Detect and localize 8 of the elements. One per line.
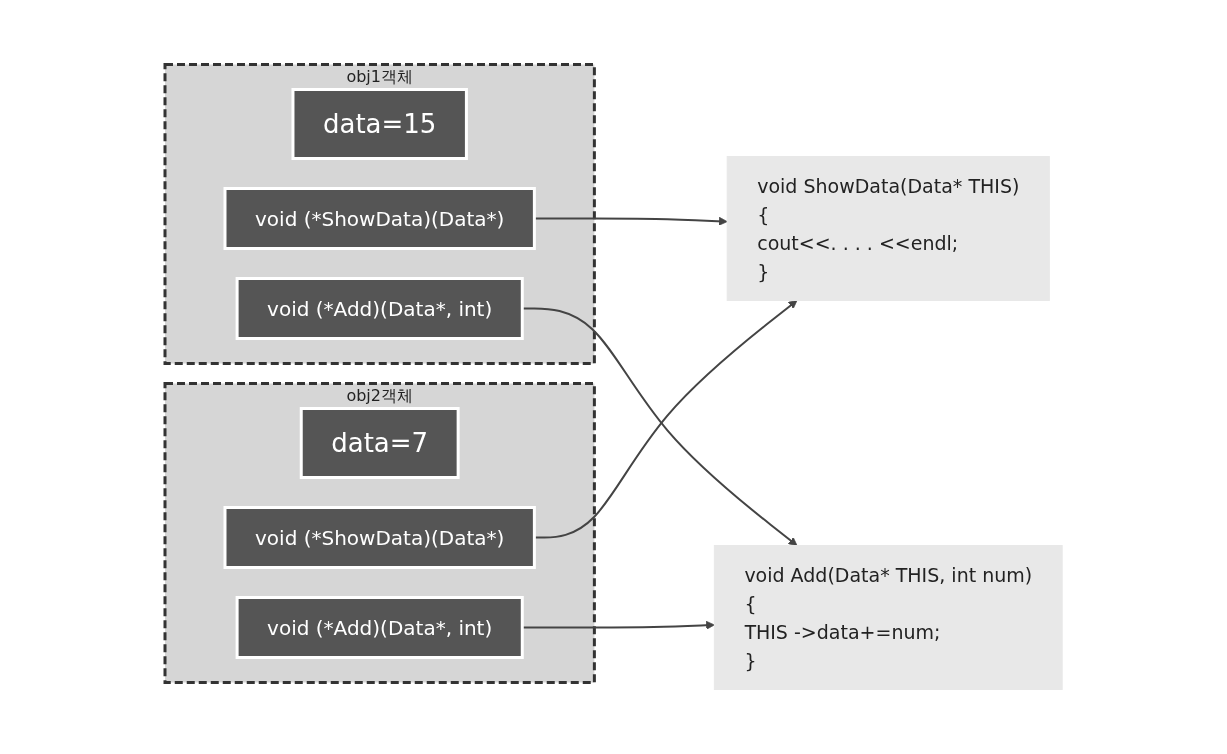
- node-box: void (*Add)(Data*, int): [235, 277, 524, 340]
- node-box: data=15: [291, 88, 468, 160]
- node-box: data=7: [299, 407, 460, 479]
- node-box: void Add(Data* THIS, int num) { THIS ->data+=num; }: [713, 545, 1063, 690]
- node-box: void (*ShowData)(Data*): [223, 506, 536, 569]
- node-box: void (*ShowData)(Data*): [223, 187, 536, 250]
- node-box: void ShowData(Data* THIS) { cout<<. . . . <<endl; }: [726, 156, 1050, 301]
- node-box: void (*Add)(Data*, int): [235, 596, 524, 659]
